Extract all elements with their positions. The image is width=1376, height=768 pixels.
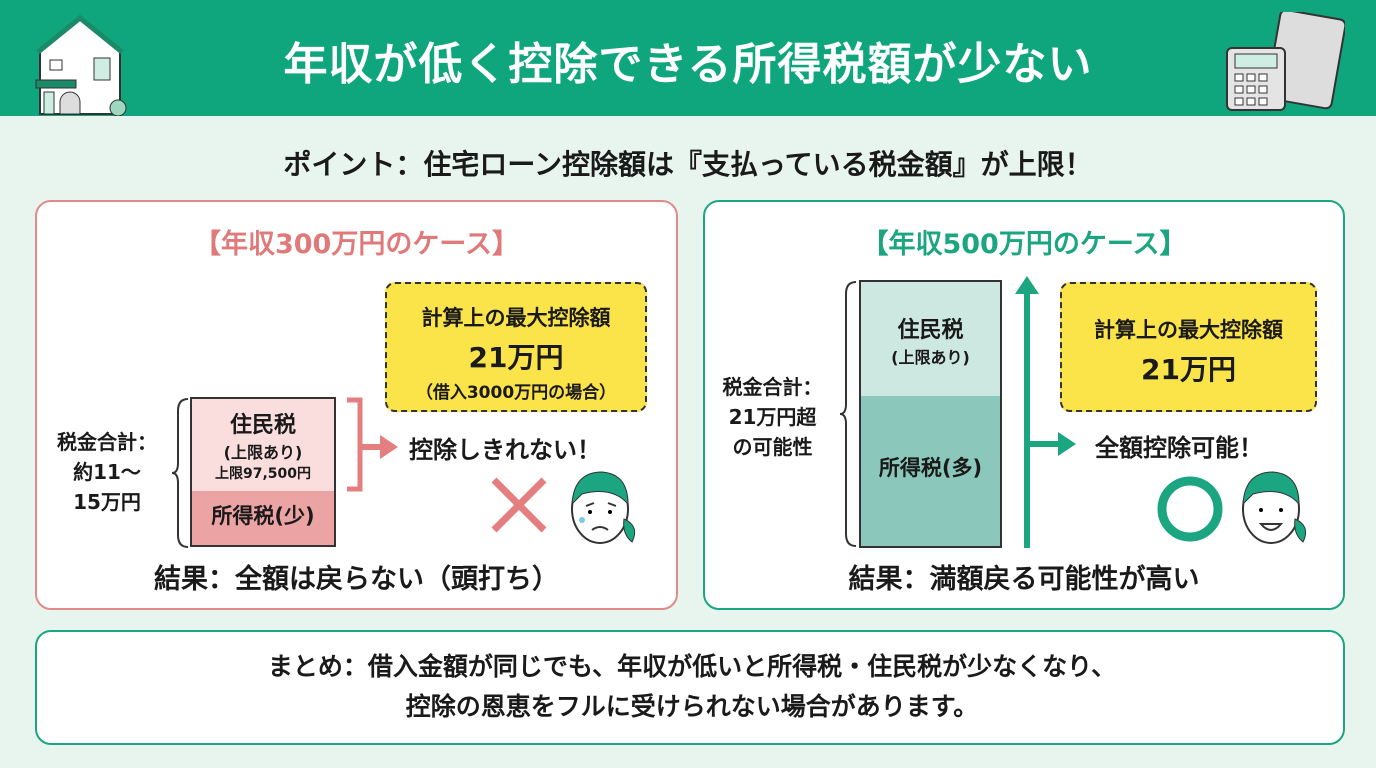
income-tax-block: 所得税(少) (190, 491, 336, 547)
case-title: 【年収500万円のケース】 (861, 229, 1187, 260)
worried-face-icon (571, 471, 636, 544)
summary-text: まとめ：借入金額が同じでも、年収が低いと所得税・住民税が少なくなり、 控除の恩恵… (267, 652, 1117, 721)
max-deduction-label: 計算上の最大控除額 (1094, 318, 1283, 342)
page-title: 年収が低く控除できる所得税額が少ない (283, 39, 1093, 90)
resident-tax-block: 住民税 (上限あり) (859, 280, 1002, 398)
max-deduction-note: （借入3000万円の場合） (415, 383, 617, 403)
max-deduction-box: 計算上の最大控除額 21万円 (1060, 282, 1317, 412)
tax-total-label: 税金合計：約11〜15万円 (57, 430, 157, 514)
circle-mark-icon (1157, 476, 1223, 542)
max-deduction-label: 計算上の最大控除額 (421, 306, 611, 330)
case-title: 【年収300万円のケース】 (193, 229, 519, 260)
cannot-deduct-message: 控除しきれない！ (409, 436, 601, 464)
income-tax-block: 所得税(多) (859, 396, 1002, 548)
tax-total-label: 税金合計：21万円超の可能性 (722, 375, 823, 459)
case-300-card: 【年収300万円のケース】 計算上の最大控除額 21万円 （借入3000万円の場… (35, 200, 678, 610)
resident-tax-block: 住民税 (上限あり) 上限97,500円 (190, 397, 336, 493)
result-text: 結果：全額は戻らない（頭打ち） (154, 564, 559, 595)
brace-icon (171, 398, 189, 548)
bracket-arrow-icon (347, 397, 398, 492)
header-banner (0, 0, 1376, 116)
cross-mark-icon (491, 477, 547, 533)
max-deduction-box: 計算上の最大控除額 21万円 （借入3000万円の場合） (385, 282, 647, 412)
house-icon (35, 14, 127, 116)
case-500-card: 【年収500万円のケース】 税金合計：21万円超の可能性 住民税 (上限あり) … (703, 200, 1345, 610)
summary-card: まとめ：借入金額が同じでも、年収が低いと所得税・住民税が少なくなり、 控除の恩恵… (35, 630, 1345, 745)
max-deduction-amount: 21万円 (468, 341, 564, 374)
calculator-icon (1226, 12, 1345, 111)
full-deduction-message: 全額控除可能！ (1095, 434, 1263, 462)
key-point: ポイント：住宅ローン控除額は『支払っている税金額』が上限！ (283, 148, 1093, 181)
brace-icon (839, 281, 857, 547)
max-deduction-amount: 21万円 (1141, 353, 1236, 386)
smiling-face-icon (1242, 471, 1307, 544)
result-text: 結果：満額戻る可能性が高い (848, 564, 1200, 595)
up-arrow-icon (1015, 276, 1076, 548)
